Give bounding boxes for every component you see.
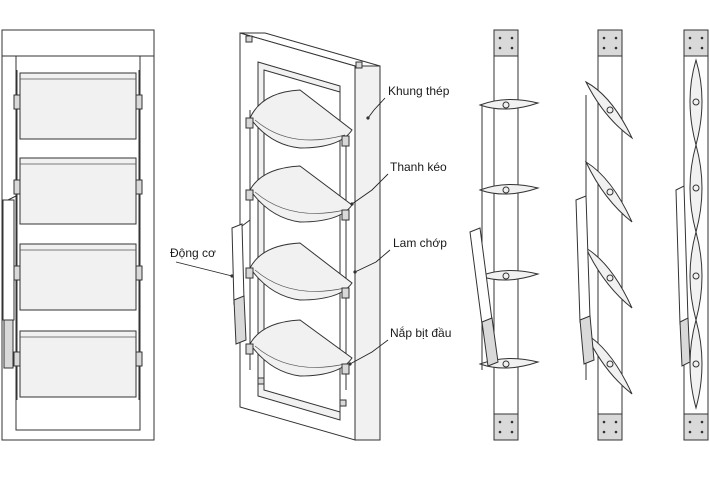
front-view-blade bbox=[19, 157, 137, 225]
iso-blade bbox=[245, 319, 353, 377]
iso-blade bbox=[245, 165, 353, 223]
isometric-view bbox=[231, 32, 381, 441]
side-view-open bbox=[469, 29, 540, 441]
front-view-inner-frame bbox=[15, 55, 141, 431]
side-view-motor bbox=[675, 185, 691, 367]
label-endcap: Nắp bịt đầu bbox=[390, 325, 451, 340]
side-view-closed bbox=[675, 29, 709, 441]
iso-blade bbox=[245, 242, 353, 301]
front-view-motor bbox=[2, 195, 17, 369]
front-view-blade bbox=[19, 72, 137, 140]
side-view-blade bbox=[584, 332, 633, 395]
front-view-blade bbox=[19, 330, 137, 398]
label-motor: Động cơ bbox=[170, 246, 216, 260]
side-view-blade bbox=[584, 80, 634, 140]
side-view-blade bbox=[584, 246, 633, 309]
front-view bbox=[1, 29, 155, 441]
side-view-blade bbox=[584, 160, 633, 223]
side-view-tilted bbox=[575, 29, 634, 441]
label-rod: Thanh kéo bbox=[390, 160, 447, 174]
iso-blade bbox=[245, 89, 353, 149]
side-view-motor bbox=[469, 227, 499, 367]
side-view-blade bbox=[478, 184, 540, 195]
iso-motor bbox=[231, 219, 251, 345]
side-view-blade bbox=[689, 318, 703, 410]
side-view-blade bbox=[478, 99, 540, 110]
side-view-blade bbox=[478, 270, 540, 281]
side-view-motor bbox=[575, 195, 595, 365]
label-group: Khung thép Thanh kéo Lam chớp Nắp bịt đầ… bbox=[170, 84, 451, 366]
label-frame: Khung thép bbox=[388, 84, 450, 98]
label-blade: Lam chớp bbox=[393, 236, 447, 250]
front-view-blade bbox=[19, 243, 137, 311]
